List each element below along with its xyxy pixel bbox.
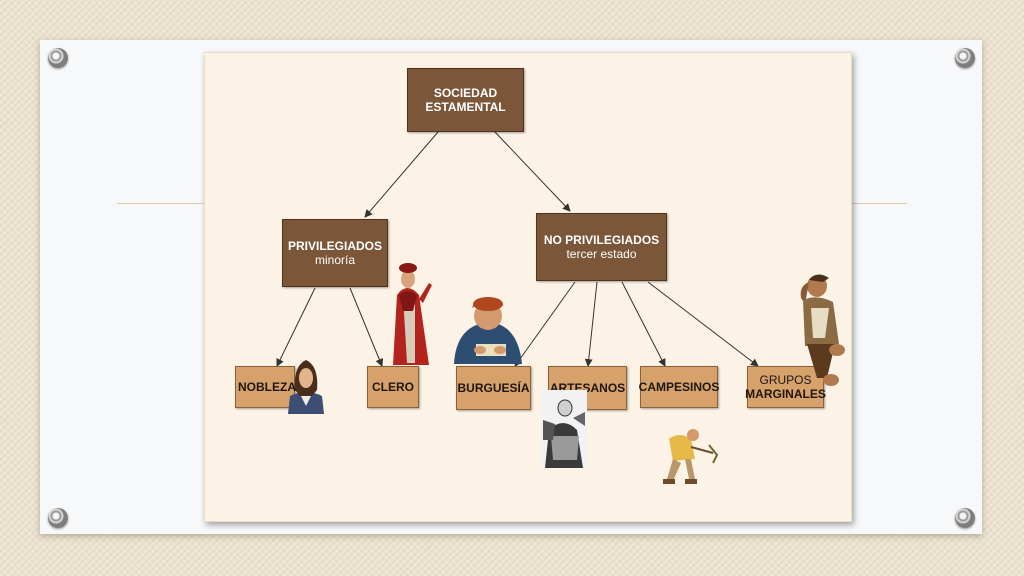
root-node: SOCIEDAD ESTAMENTAL [407,68,524,132]
campesinos-label: CAMPESINOS [638,380,720,394]
pin-bottom-right-icon [955,508,975,528]
nobleman-illustration [288,360,324,414]
root-node-line2: ESTAMENTAL [425,100,506,114]
marginal-figure-illustration [800,274,845,386]
marginales-line2: MARGINALES [745,387,826,401]
arrow-non-privileged-to-artesanos [584,281,598,367]
arrow-privileged-to-nobleza [276,287,316,367]
arrow-privileged-to-clero [349,287,384,367]
root-node-line1: SOCIEDAD [433,86,498,100]
non-privileged-node: NO PRIVILEGIADOS tercer estado [536,213,667,281]
nobleza-node: NOBLEZA [235,366,296,408]
burguesia-node: BURGUESÍA [456,366,531,410]
non-privileged-node-line2: tercer estado [566,247,637,261]
arrow-root-to-privileged [364,131,439,218]
pin-top-right-icon [955,48,975,68]
artisan-illustration [541,390,587,468]
decorative-rule-left [117,203,205,204]
nobleza-label: NOBLEZA [238,380,296,394]
clergyman-illustration [393,263,432,365]
arrow-non-privileged-to-campesinos [621,281,666,367]
non-privileged-node-line1: NO PRIVILEGIADOS [543,233,660,247]
marginales-line1: GRUPOS [759,373,812,387]
peasant-illustration [663,429,719,484]
arrow-non-privileged-to-marginales [647,281,759,367]
bourgeois-illustration [454,297,522,364]
privileged-node: PRIVILEGIADOS minoría [282,219,388,287]
clero-label: CLERO [372,380,414,394]
marginales-node: GRUPOS MARGINALES [745,366,826,408]
campesinos-node: CAMPESINOS [638,366,720,408]
privileged-node-line2: minoría [314,253,355,267]
arrow-root-to-non-privileged [494,131,571,212]
arrow-non-privileged-to-burguesia [514,281,576,367]
diagram-canvas [204,52,852,522]
pin-top-left-icon [48,48,68,68]
privileged-node-line1: PRIVILEGIADOS [287,239,382,253]
clero-node: CLERO [367,366,419,408]
decorative-rule-right [850,203,907,204]
pin-bottom-left-icon [48,508,68,528]
burguesia-label: BURGUESÍA [457,381,530,395]
